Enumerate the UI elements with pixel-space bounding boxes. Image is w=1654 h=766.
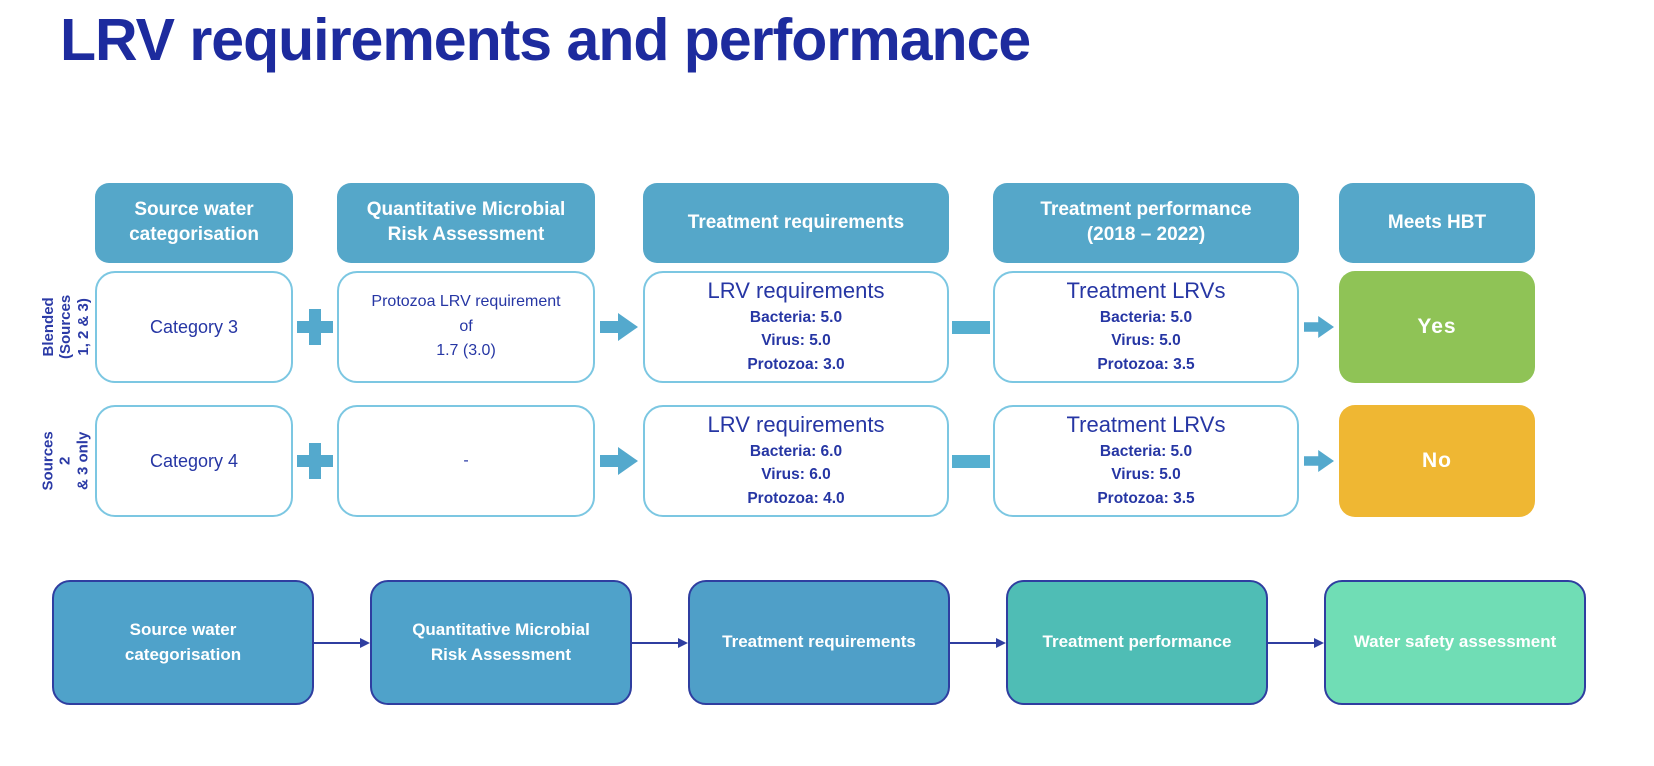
dash-connector [949, 320, 993, 334]
header-meets-hbt: Meets HBT [1339, 183, 1535, 263]
flow-arrow-icon [950, 636, 1006, 650]
plus-icon [293, 306, 337, 348]
flow-box-qmra: Quantitative Microbial Risk Assessment [370, 580, 632, 705]
dash-connector [949, 454, 993, 468]
flow-arrow-icon [314, 636, 370, 650]
requirement-line: Virus: 6.0 [761, 466, 831, 484]
performance-line: Protozoa: 3.5 [1097, 355, 1195, 373]
requirement-line: Bacteria: 6.0 [749, 443, 843, 461]
category-box: Category 4 [95, 405, 293, 517]
flow-box-source-water: Source water categorisation [52, 580, 314, 705]
flow-box-treatment-requirements: Treatment requirements [688, 580, 950, 705]
performance-title: Treatment LRVs [1066, 278, 1226, 304]
performance-line: Bacteria: 5.0 [1099, 443, 1193, 461]
requirements-title: LRV requirements [707, 412, 885, 438]
header-row: Source water categorisation Quantitative… [37, 183, 1535, 263]
meets-hbt-badge: No [1339, 405, 1535, 517]
arrow-right-icon [1299, 447, 1339, 475]
requirement-line: Protozoa: 4.0 [747, 489, 845, 507]
row-group-label: Sources 2 & 3 only [40, 431, 92, 491]
lrv-matrix-diagram: Source water categorisation Quantitative… [37, 183, 1535, 517]
requirements-box: LRV requirements Bacteria: 5.0 Virus: 5.… [643, 271, 949, 383]
plus-icon [293, 440, 337, 482]
flow-arrow-icon [1268, 636, 1324, 650]
performance-title: Treatment LRVs [1066, 412, 1226, 438]
requirement-line: Bacteria: 5.0 [749, 309, 843, 327]
header-source-water: Source water categorisation [95, 183, 293, 263]
row-group-label: Blended (Sources 1, 2 & 3) [40, 294, 92, 360]
table-row-blended: Blended (Sources 1, 2 & 3) Category 3 Pr… [37, 271, 1535, 383]
requirements-title: LRV requirements [707, 278, 885, 304]
flow-box-water-safety-assessment: Water safety assessment [1324, 580, 1586, 705]
table-row-sources23: Sources 2 & 3 only Category 4 - LRV requ… [37, 405, 1535, 517]
performance-line: Bacteria: 5.0 [1099, 309, 1193, 327]
header-treatment-requirements: Treatment requirements [643, 183, 949, 263]
performance-line: Virus: 5.0 [1111, 466, 1181, 484]
qmra-box: - [337, 405, 595, 517]
performance-line: Virus: 5.0 [1111, 332, 1181, 350]
flow-box-treatment-performance: Treatment performance [1006, 580, 1268, 705]
header-treatment-performance: Treatment performance (2018 – 2022) [993, 183, 1299, 263]
arrow-right-icon [595, 310, 643, 344]
performance-box: Treatment LRVs Bacteria: 5.0 Virus: 5.0 … [993, 271, 1299, 383]
performance-box: Treatment LRVs Bacteria: 5.0 Virus: 5.0 … [993, 405, 1299, 517]
meets-hbt-badge: Yes [1339, 271, 1535, 383]
arrow-right-icon [595, 444, 643, 478]
performance-line: Protozoa: 3.5 [1097, 489, 1195, 507]
requirements-box: LRV requirements Bacteria: 6.0 Virus: 6.… [643, 405, 949, 517]
flow-arrow-icon [632, 636, 688, 650]
arrow-right-icon [1299, 313, 1339, 341]
requirement-line: Protozoa: 3.0 [747, 355, 845, 373]
qmra-box: Protozoa LRV requirement of 1.7 (3.0) [337, 271, 595, 383]
category-box: Category 3 [95, 271, 293, 383]
header-qmra: Quantitative Microbial Risk Assessment [337, 183, 595, 263]
process-flow: Source water categorisation Quantitative… [52, 580, 1586, 705]
requirement-line: Virus: 5.0 [761, 332, 831, 350]
page-title: LRV requirements and performance [60, 7, 1031, 73]
